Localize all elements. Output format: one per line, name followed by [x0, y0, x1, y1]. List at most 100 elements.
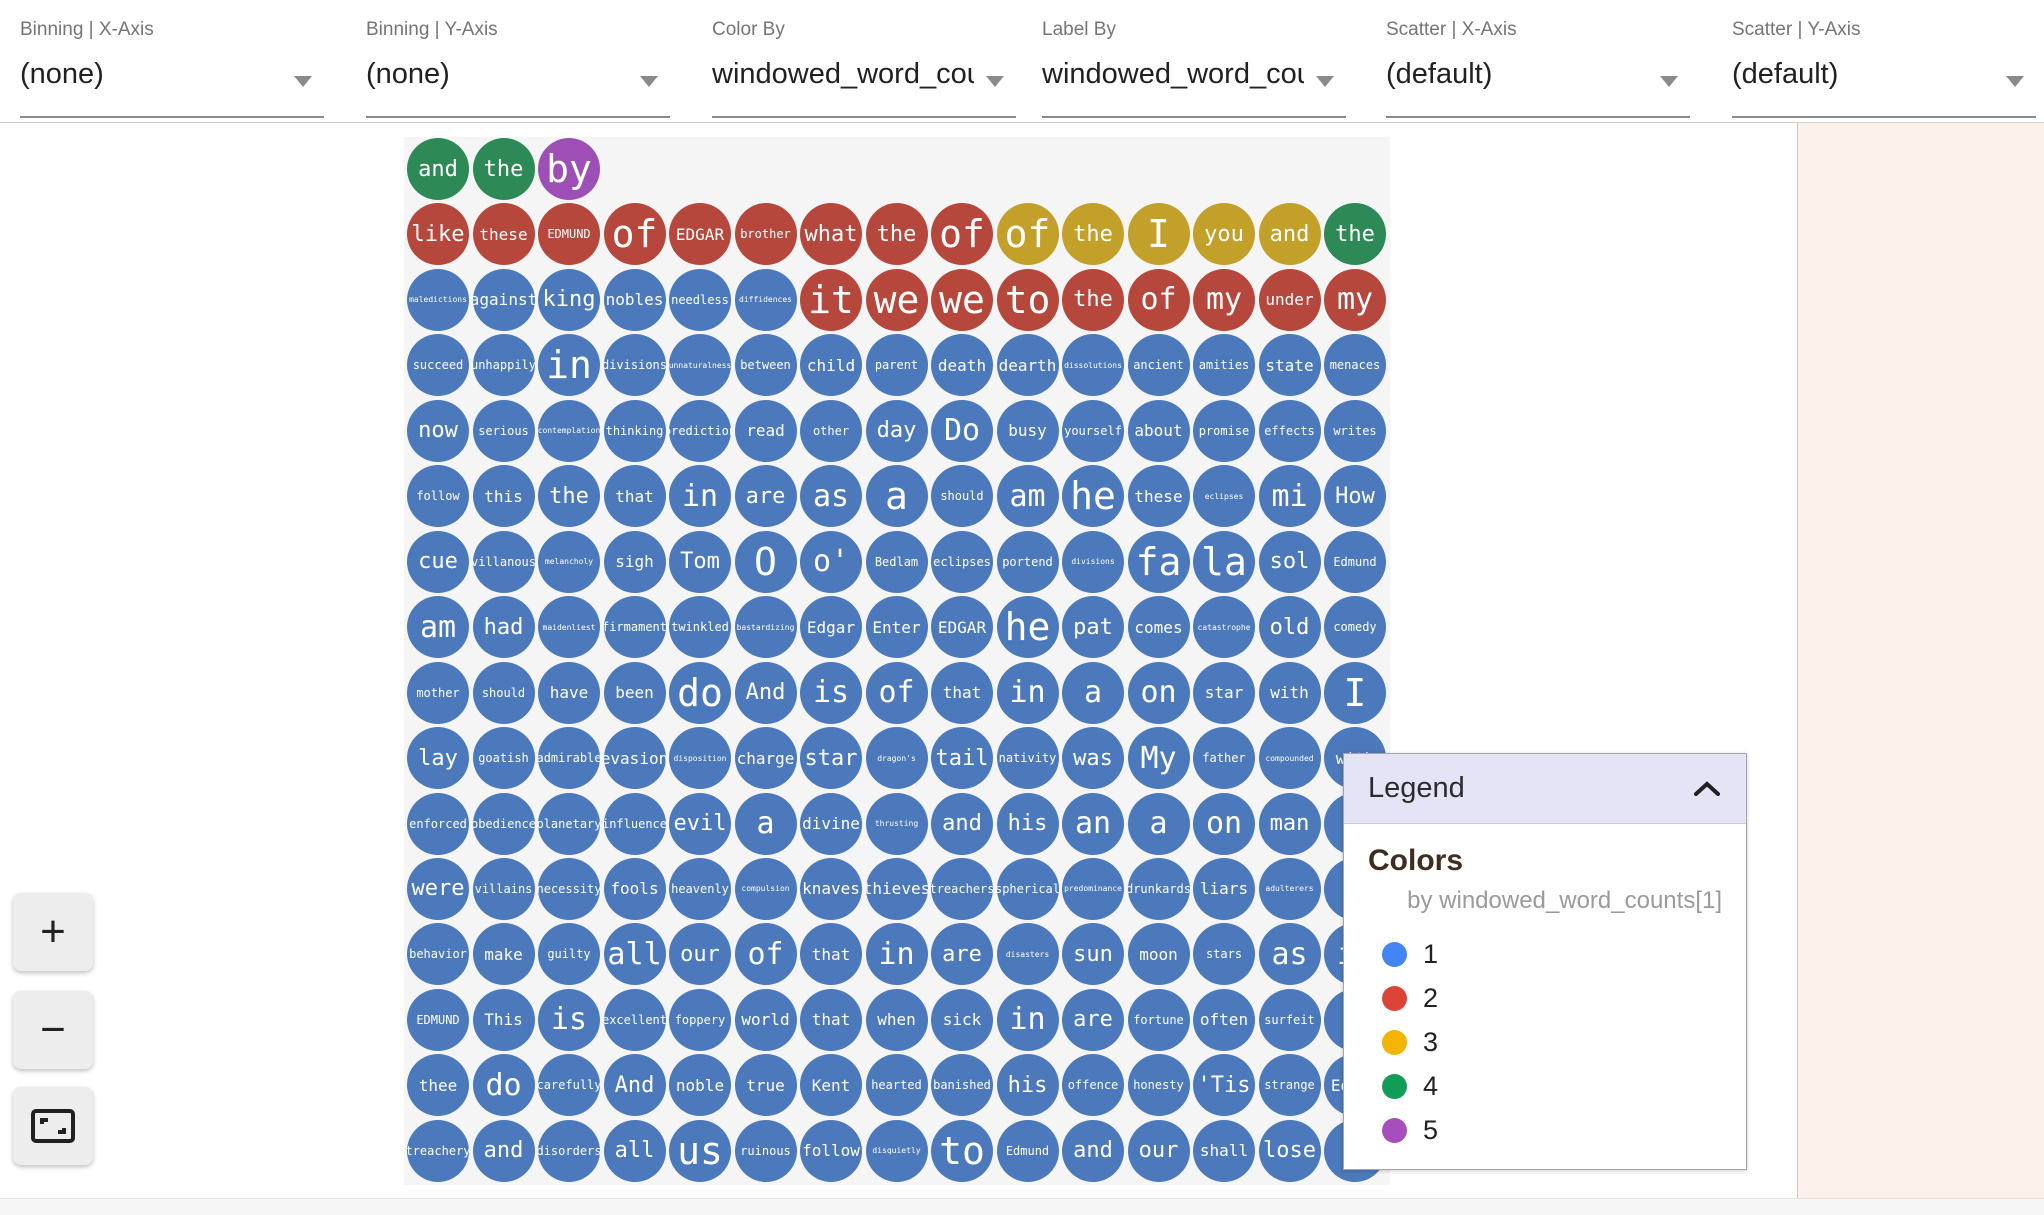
word-circle[interactable]: diffidences [734, 268, 797, 331]
word-circle[interactable]: about [1127, 399, 1190, 462]
word-circle[interactable]: needless [669, 268, 731, 331]
word-circle[interactable]: star [1193, 661, 1255, 724]
word-circle[interactable]: o' [800, 530, 862, 593]
word-circle[interactable]: of [865, 661, 928, 724]
word-circle[interactable]: are [1062, 988, 1124, 1051]
word-circle[interactable]: all [603, 1119, 666, 1182]
word-circle[interactable]: ancient [1127, 334, 1190, 397]
word-circle[interactable]: I [1324, 661, 1386, 724]
word-circle[interactable]: the [538, 465, 600, 528]
word-circle[interactable]: bastardizing [734, 596, 797, 659]
word-circle[interactable]: I [1127, 203, 1190, 266]
word-circle[interactable]: nobles [603, 268, 666, 331]
word-circle[interactable]: carefully [538, 1054, 600, 1117]
word-circle[interactable]: am [996, 465, 1059, 528]
fit-to-screen-button[interactable] [13, 1087, 93, 1165]
word-circle[interactable]: that [931, 661, 993, 724]
word-circle[interactable]: on [1127, 661, 1190, 724]
word-circle[interactable]: divine [800, 792, 862, 855]
word-circle[interactable]: child [800, 334, 862, 397]
dropdown-arrow-icon[interactable] [1660, 76, 1678, 87]
word-circle[interactable]: our [669, 923, 731, 986]
word-circle[interactable]: cue [407, 530, 469, 593]
word-circle[interactable]: am [407, 596, 469, 659]
word-circle[interactable]: are [734, 465, 797, 528]
scatter-y-axis-select[interactable]: Scatter | Y-Axis (default) [1732, 18, 2036, 118]
word-circle[interactable]: star [800, 727, 862, 790]
color-by-select[interactable]: Color By windowed_word_counts[1] [712, 18, 1016, 118]
word-circle[interactable]: this [472, 465, 535, 528]
binning-x-axis-select[interactable]: Binning | X-Axis (none) [20, 18, 324, 118]
dropdown-arrow-icon[interactable] [986, 76, 1004, 87]
word-circle[interactable]: spherical [996, 857, 1059, 920]
word-circle[interactable]: follow [800, 1119, 862, 1182]
word-circle[interactable]: on [1193, 792, 1255, 855]
word-circle[interactable]: villains [472, 857, 535, 920]
word-circle[interactable]: villanous [472, 530, 535, 593]
word-circle[interactable]: obedience [472, 792, 535, 855]
word-circle[interactable]: have [538, 661, 600, 724]
zoom-in-button[interactable]: + [13, 893, 93, 971]
word-circle[interactable]: My [1127, 727, 1190, 790]
word-circle[interactable]: menaces [1324, 334, 1386, 397]
word-circle[interactable]: goatish [472, 727, 535, 790]
word-circle[interactable]: been [603, 661, 666, 724]
word-circle[interactable]: with [1258, 661, 1321, 724]
word-circle[interactable]: these [472, 203, 535, 266]
word-circle[interactable]: read [734, 399, 797, 462]
word-circle[interactable]: EDGAR [931, 596, 993, 659]
word-circle[interactable]: twinkled [669, 596, 731, 659]
word-circle[interactable]: were [407, 857, 469, 920]
word-circle[interactable]: Edmund [1324, 530, 1386, 593]
word-circle[interactable]: fa [1127, 530, 1190, 593]
word-circle[interactable]: portend [996, 530, 1059, 593]
word-circle[interactable]: dearth [996, 334, 1059, 397]
word-circle[interactable]: amities [1193, 334, 1255, 397]
word-circle[interactable]: under [1258, 268, 1321, 331]
chevron-up-icon[interactable] [1692, 780, 1722, 798]
word-circle[interactable]: EDMUND [407, 988, 469, 1051]
word-circle[interactable]: day [865, 399, 928, 462]
word-circle[interactable]: true [734, 1054, 797, 1117]
word-circle[interactable]: unhappily [472, 334, 535, 397]
word-circle[interactable]: to [931, 1119, 993, 1182]
dropdown-arrow-icon[interactable] [2006, 76, 2024, 87]
word-circle[interactable]: necessity [538, 857, 600, 920]
word-circle[interactable]: maidenliest [538, 596, 600, 659]
word-circle[interactable]: EDMUND [538, 203, 600, 266]
label-by-select[interactable]: Label By windowed_word_counts[1] [1042, 18, 1346, 118]
word-circle[interactable]: honesty [1127, 1054, 1190, 1117]
word-circle[interactable]: This [472, 988, 535, 1051]
word-circle[interactable]: he [1062, 465, 1124, 528]
word-circle[interactable]: lay [407, 727, 469, 790]
word-circle[interactable]: Enter [865, 596, 928, 659]
word-circle[interactable]: Bedlam [865, 530, 928, 593]
word-circle[interactable]: predominance [1062, 857, 1124, 920]
word-circle[interactable]: excellent [603, 988, 666, 1051]
word-circle[interactable]: writes [1324, 399, 1386, 462]
word-circle[interactable]: like [407, 203, 469, 266]
word-circle[interactable]: maledictions [407, 268, 469, 331]
word-circle[interactable]: that [800, 923, 862, 986]
word-circle[interactable]: between [734, 334, 797, 397]
word-circle[interactable]: busy [996, 399, 1059, 462]
word-circle[interactable]: and [1258, 203, 1321, 266]
word-circle[interactable]: liars [1193, 857, 1255, 920]
word-circle[interactable]: 'Tis [1193, 1054, 1255, 1117]
word-circle[interactable]: offence [1062, 1054, 1124, 1117]
word-circle[interactable]: mother [407, 661, 469, 724]
word-circle[interactable]: surfeit [1258, 988, 1321, 1051]
word-circle[interactable]: to [996, 268, 1059, 331]
word-circle[interactable]: catastrophe [1193, 596, 1255, 659]
word-circle[interactable]: melancholy [538, 530, 600, 593]
word-circle[interactable]: contemplation [538, 399, 600, 462]
word-circle[interactable]: of [931, 203, 993, 266]
word-circle[interactable]: often [1193, 988, 1255, 1051]
word-circle[interactable]: the [1062, 203, 1124, 266]
word-circle[interactable]: now [407, 399, 469, 462]
word-circle[interactable]: la [1193, 530, 1255, 593]
word-circle[interactable]: we [931, 268, 993, 331]
word-circle[interactable]: comedy [1324, 596, 1386, 659]
word-circle[interactable]: And [603, 1054, 666, 1117]
dropdown-arrow-icon[interactable] [294, 76, 312, 87]
